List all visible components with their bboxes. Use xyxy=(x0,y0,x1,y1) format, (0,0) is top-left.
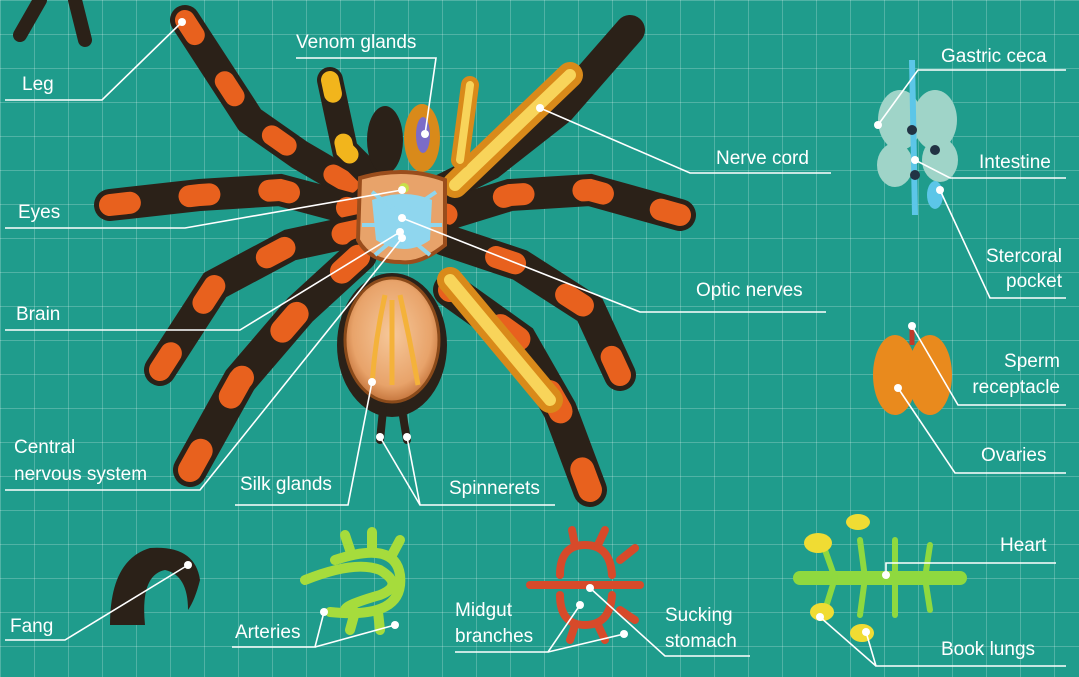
label-midgut-line2: branches xyxy=(455,626,533,648)
label-arteries: Arteries xyxy=(235,622,300,644)
label-sperm-receptacle-line1: Sperm xyxy=(950,351,1060,373)
label-stercoral-pocket-line1: Stercoral xyxy=(960,246,1062,268)
label-intestine: Intestine xyxy=(979,152,1051,174)
label-spinnerets: Spinnerets xyxy=(449,478,540,500)
label-stercoral-pocket-line2: pocket xyxy=(960,271,1062,293)
label-gastric-ceca: Gastric ceca xyxy=(941,46,1047,68)
label-book-lungs: Book lungs xyxy=(941,639,1035,661)
label-ovaries: Ovaries xyxy=(981,445,1046,467)
label-leg: Leg xyxy=(22,74,54,96)
arteries-art xyxy=(305,532,400,630)
label-silk-glands: Silk glands xyxy=(240,474,332,496)
ovaries-art xyxy=(873,325,952,415)
label-optic-nerves: Optic nerves xyxy=(696,280,803,302)
label-midgut-line1: Midgut xyxy=(455,600,512,622)
label-cns-line1: Central xyxy=(14,437,75,459)
label-sperm-receptacle-line2: receptacle xyxy=(950,377,1060,399)
label-nerve-cord: Nerve cord xyxy=(716,148,809,170)
label-sucking-line1: Sucking xyxy=(665,605,733,627)
gastric-ceca-art xyxy=(877,60,958,215)
stercoral-pocket-art xyxy=(927,181,943,209)
label-heart: Heart xyxy=(1000,535,1046,557)
fang-art xyxy=(110,548,200,625)
label-sucking-line2: stomach xyxy=(665,631,737,653)
label-eyes: Eyes xyxy=(18,202,60,224)
label-venom-glands: Venom glands xyxy=(296,32,416,54)
label-brain: Brain xyxy=(16,304,60,326)
label-cns-line2: nervous system xyxy=(14,464,147,486)
midgut-stomach-art xyxy=(530,530,640,640)
label-fang: Fang xyxy=(10,616,53,638)
chelicera-left xyxy=(367,106,403,174)
